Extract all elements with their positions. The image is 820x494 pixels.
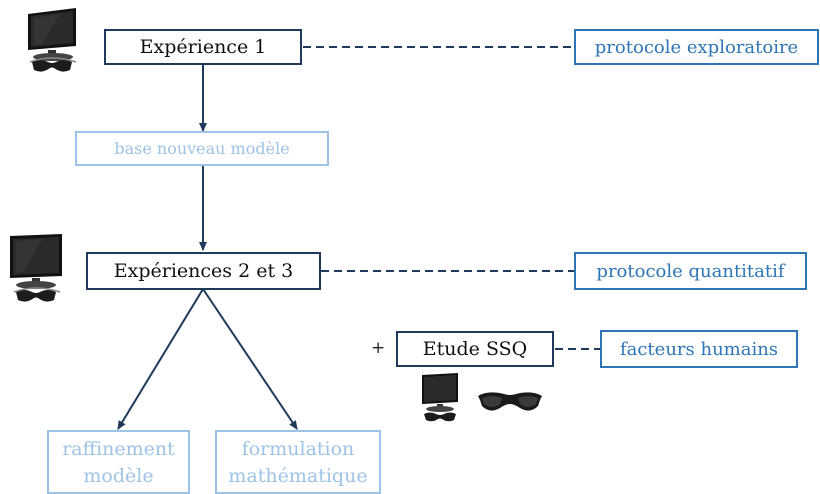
plus-sign: + bbox=[371, 338, 386, 358]
node-raffinement-modele: raffinement modèle bbox=[47, 430, 190, 494]
node-experience-1: Expérience 1 bbox=[104, 29, 302, 65]
tv-3d-glasses-icon bbox=[28, 8, 77, 72]
arrow-exp23-raff bbox=[117, 288, 204, 430]
form-line-1: formulation bbox=[241, 438, 355, 460]
raff-line-2: modèle bbox=[83, 465, 154, 487]
form-line-2: mathématique bbox=[228, 465, 368, 487]
node-etude-ssq: Etude SSQ bbox=[396, 331, 554, 367]
node-facteurs-humains: facteurs humains bbox=[600, 330, 798, 368]
tv-icon bbox=[422, 373, 458, 422]
raff-line-1: raffinement bbox=[62, 438, 175, 460]
node-experiences-2-et-3: Expériences 2 et 3 bbox=[86, 252, 321, 290]
node-protocole-exploratoire: protocole exploratoire bbox=[574, 29, 819, 65]
node-protocole-quantitatif: protocole quantitatif bbox=[574, 252, 807, 290]
node-base-nouveau-modele: base nouveau modèle bbox=[75, 131, 329, 166]
node-formulation-mathematique: formulation mathématique bbox=[215, 430, 381, 494]
arrow-exp23-form bbox=[202, 288, 298, 430]
glasses-icon bbox=[478, 392, 542, 411]
tv-3d-glasses-icon bbox=[10, 234, 62, 302]
